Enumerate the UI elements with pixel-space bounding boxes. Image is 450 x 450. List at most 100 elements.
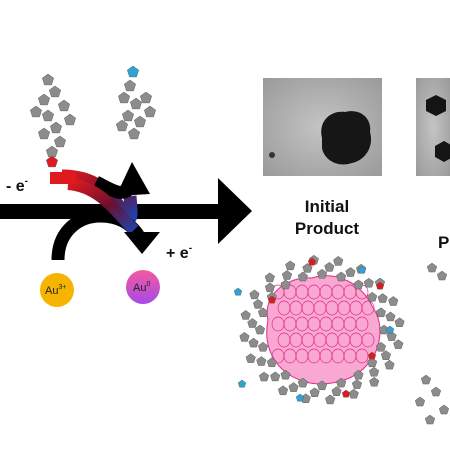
pentagon-icon (280, 369, 291, 380)
hexagonal-particle (435, 141, 450, 162)
blue-pentagon-icon (385, 325, 395, 334)
pentagon-icon (424, 414, 436, 425)
pentagon-icon (367, 291, 378, 302)
pentagon-icon (414, 396, 426, 407)
pentagon-icon (386, 331, 397, 341)
pentagon-icon (264, 282, 275, 293)
pentagon-icon (144, 105, 156, 118)
red-pentagon-icon (375, 281, 385, 290)
arrowhead-up (116, 162, 150, 196)
pentagon-icon (363, 277, 374, 288)
pentagon-icon (377, 293, 388, 303)
red-pentagon-icon (46, 155, 58, 168)
particle-grain (361, 300, 375, 316)
small-speck (269, 152, 275, 158)
gold-ion-3plus: Au3+ (40, 273, 74, 307)
pentagon-icon (309, 387, 320, 397)
red-pentagon-icon (341, 389, 351, 398)
pentagon-icon (58, 99, 70, 112)
pentagon-icon (436, 270, 448, 281)
pentagon-icon (336, 271, 347, 282)
pentagon-icon (325, 394, 336, 405)
polymer-chains (30, 65, 450, 425)
pentagon-icon (134, 115, 146, 128)
pentagon-icon (124, 79, 136, 92)
pentagon-icon (426, 262, 438, 273)
micrograph-partial (416, 78, 450, 176)
particle-grain (355, 316, 369, 332)
pentagon-icon (385, 311, 396, 322)
pentagon-icon (50, 121, 62, 134)
pentagon-icon (288, 382, 299, 392)
pentagon-icon (264, 272, 275, 283)
svg-text:Au0: Au0 (133, 281, 150, 294)
pentagon-icon (345, 267, 356, 277)
pentagon-icon (367, 357, 378, 368)
pentagon-icon (64, 113, 76, 126)
nanoparticle-aggregate (321, 111, 372, 165)
pentagon-icon (128, 127, 140, 140)
blue-pentagon-icon (295, 393, 305, 402)
partial-product-label: P (438, 233, 449, 252)
pentagon-icon (258, 307, 269, 318)
pentagon-icon (316, 268, 328, 279)
pentagon-icon (259, 371, 270, 382)
micrograph-initial (263, 78, 382, 176)
pentagon-icon (280, 279, 291, 290)
blue-pentagon-icon (357, 265, 367, 274)
pentagon-icon (239, 331, 250, 342)
pentagon-icon (240, 310, 251, 320)
pentagon-icon (245, 353, 256, 363)
redox-cycle (50, 162, 160, 261)
hexagonal-particle (426, 95, 446, 116)
pentagon-icon (369, 376, 380, 387)
pentagon-icon (420, 374, 432, 385)
pentagon-icon (130, 97, 142, 110)
pentagon-icon (30, 105, 42, 118)
red-pentagon-icon (307, 257, 317, 266)
pentagon-icon (42, 109, 54, 122)
pentagon-icon (375, 341, 386, 352)
pentagon-icon (297, 377, 308, 388)
pentagon-icon (281, 270, 293, 280)
pentagon-icon (249, 289, 260, 300)
pentagon-icon (438, 404, 450, 415)
pentagon-icon (333, 255, 344, 266)
pentagon-icon (393, 339, 404, 349)
pentagon-icon (324, 261, 335, 272)
pentagon-icon (270, 371, 281, 382)
reduction-label: + e- (166, 243, 192, 262)
pentagon-icon (248, 337, 259, 348)
svg-text:Au3+: Au3+ (45, 284, 66, 297)
pentagon-icon (375, 307, 386, 318)
pentagon-icon (254, 324, 266, 335)
pentagon-icon (116, 119, 128, 132)
pentagon-icon (253, 299, 264, 309)
initial-product-label-line2: Product (295, 219, 360, 238)
blue-pentagon-icon (237, 379, 247, 388)
pentagon-icon (316, 380, 328, 391)
initial-product-particle (266, 275, 381, 385)
pentagon-icon (277, 385, 289, 396)
pentagon-icon (380, 350, 391, 360)
pentagon-icon (351, 379, 363, 389)
pentagon-icon (118, 91, 130, 104)
pentagon-icon (49, 85, 61, 98)
pentagon-icon (256, 356, 267, 366)
pentagon-icon (348, 388, 359, 399)
pentagon-icon (42, 73, 54, 86)
initial-product-label-line1: Initial (305, 197, 349, 216)
pentagon-icon (394, 317, 405, 327)
pentagon-icon (384, 359, 395, 370)
particle-grain (361, 332, 375, 348)
pentagon-icon (388, 296, 399, 306)
pentagon-icon (38, 93, 50, 106)
blue-pentagon-icon (233, 287, 243, 296)
red-pentagon-icon (367, 351, 377, 360)
particle-grain (355, 348, 369, 364)
red-pentagon-icon (267, 295, 277, 304)
pentagon-icon (122, 109, 134, 122)
oxidation-label: - e- (6, 176, 28, 195)
pentagon-icon (331, 386, 342, 396)
pentagon-icon (430, 386, 442, 397)
